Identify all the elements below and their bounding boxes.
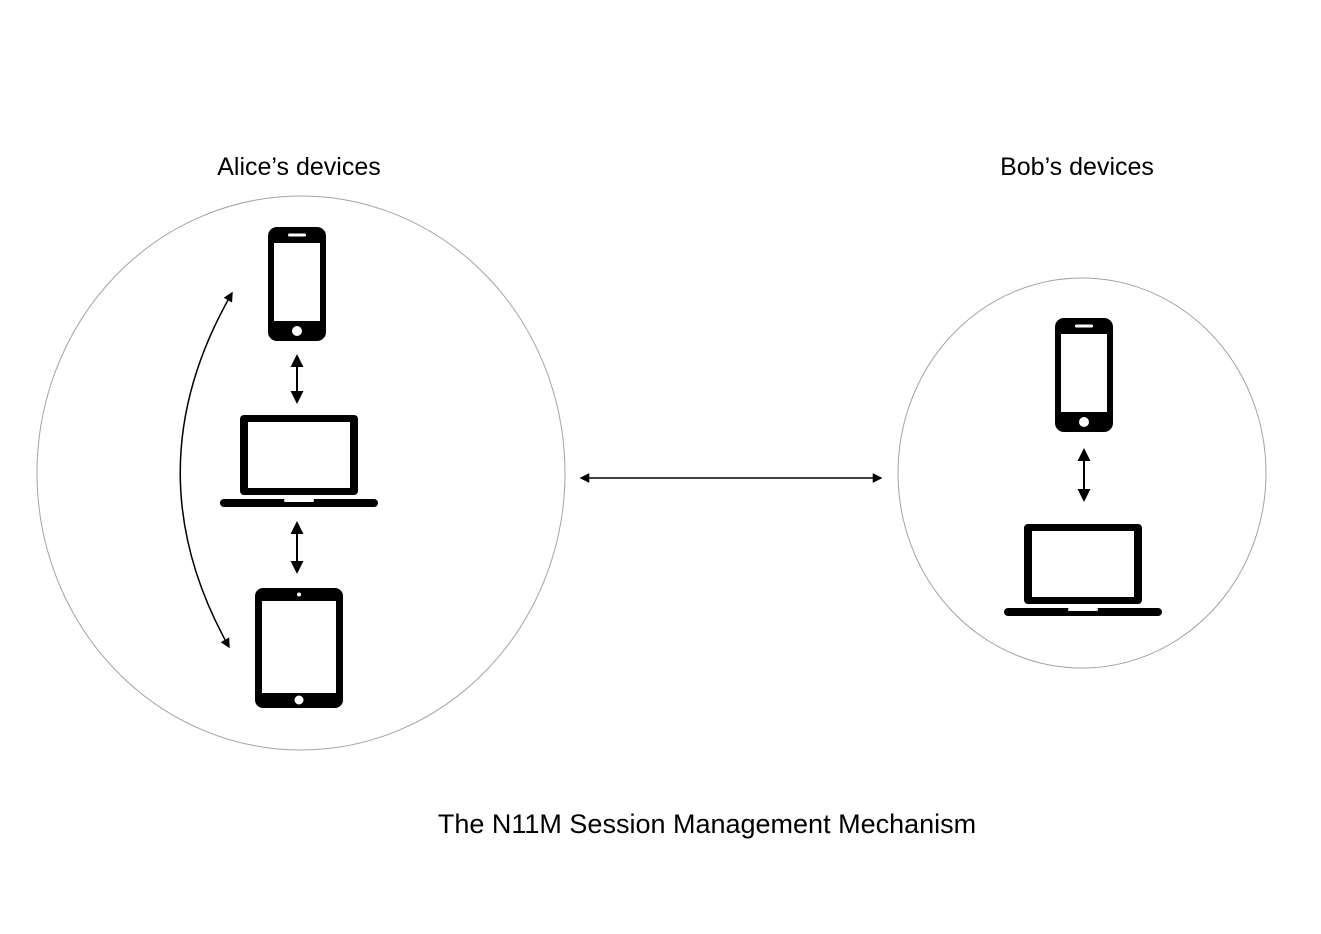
bob-group-circle: [897, 277, 1267, 669]
bob-smartphone-icon: [1055, 318, 1113, 432]
alice-group-circle: [36, 195, 566, 751]
alice-smartphone-icon: [268, 227, 326, 341]
alice-group-label: Alice’s devices: [217, 153, 381, 181]
bob-laptop-icon: [1004, 524, 1162, 616]
alice-tablet-icon: [255, 588, 343, 708]
alice-laptop-icon: [220, 415, 378, 507]
bob-group-label: Bob’s devices: [1000, 153, 1154, 181]
diagram-title: The N11M Session Management Mechanism: [437, 809, 977, 839]
alice-phone-tablet-curved-arrow: [179, 291, 233, 649]
